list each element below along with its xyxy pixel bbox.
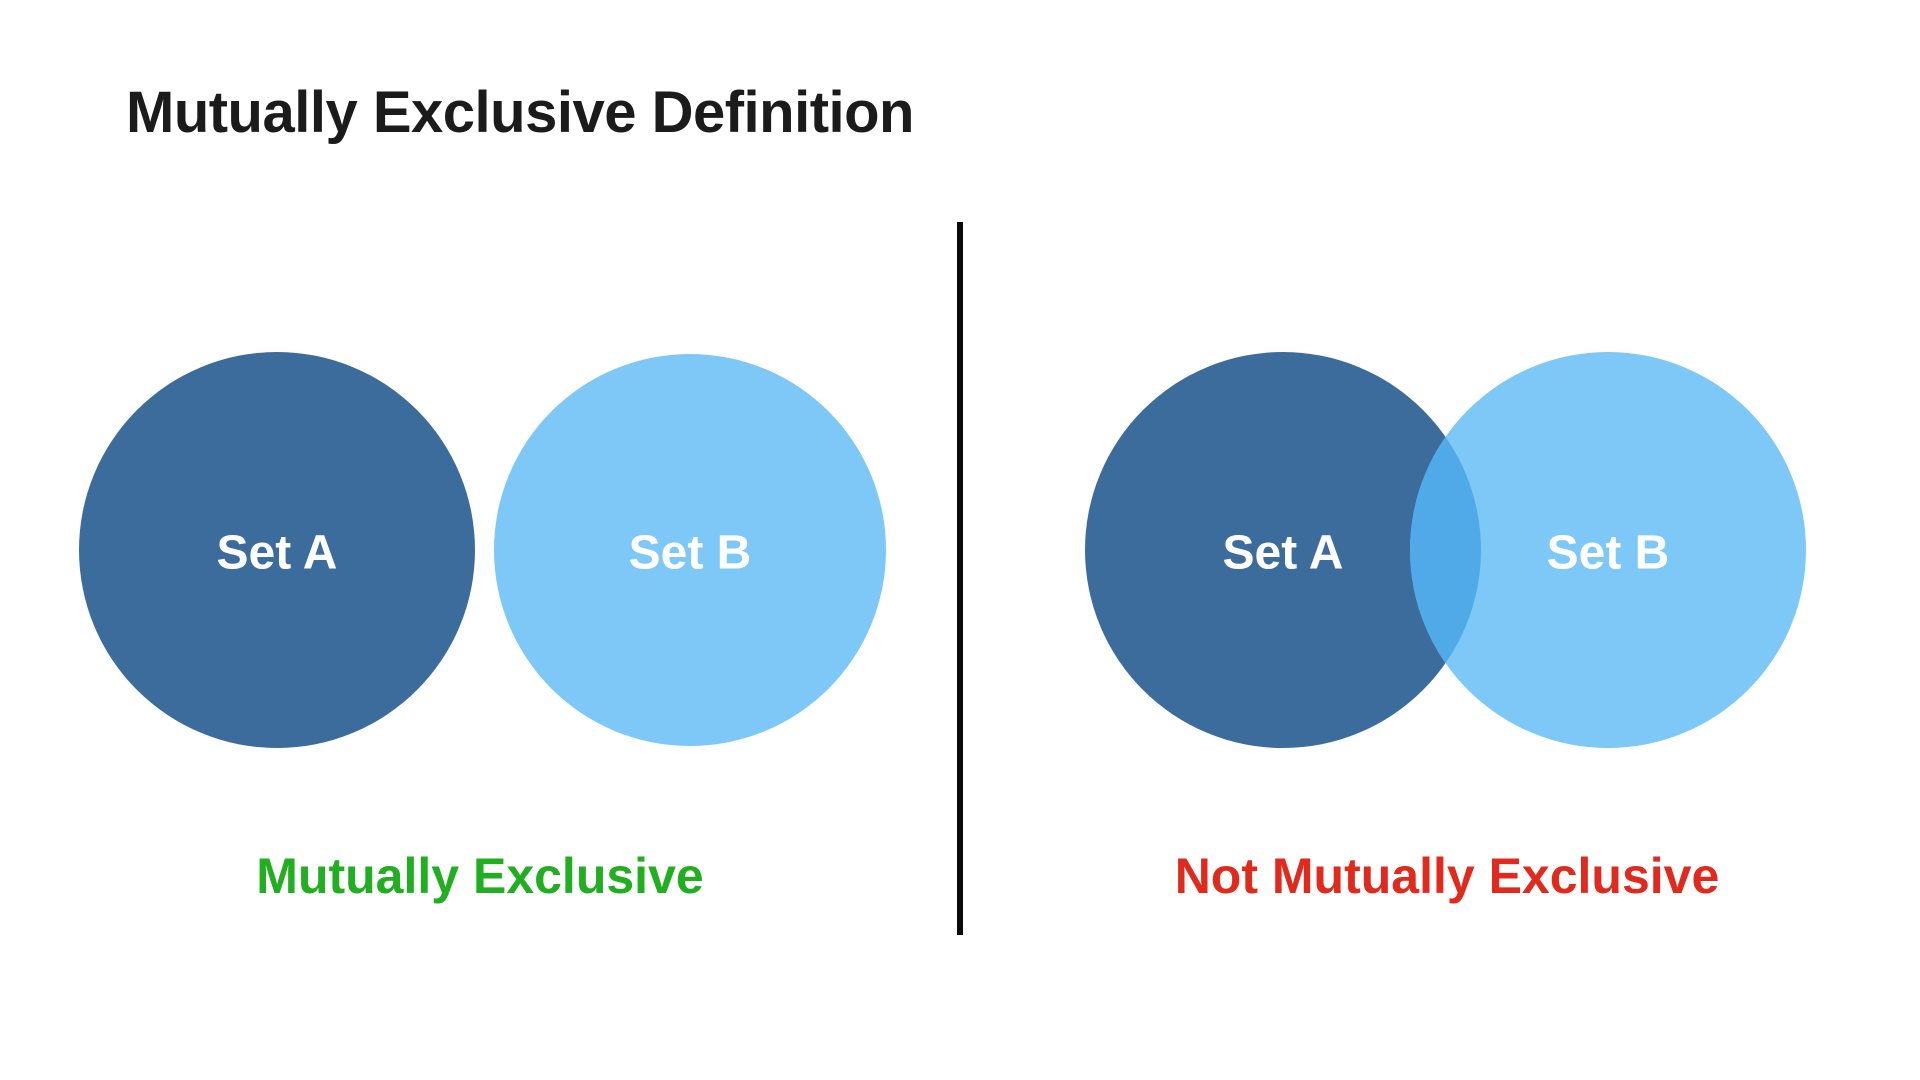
right-set-a-circle xyxy=(1085,352,1481,748)
right-set-a-label: Set A xyxy=(1222,526,1344,580)
right-set-b-circle xyxy=(1410,352,1806,748)
left-set-b-label: Set B xyxy=(628,526,752,580)
left-caption: Mutually Exclusive xyxy=(256,848,704,904)
right-caption: Not Mutually Exclusive xyxy=(1174,848,1720,904)
left-set-a-label: Set A xyxy=(216,526,338,580)
divider-line xyxy=(957,222,963,935)
left-set-b-circle xyxy=(494,354,886,746)
right-set-b-label: Set B xyxy=(1546,526,1670,580)
page-title: Mutually Exclusive Definition xyxy=(126,80,914,145)
left-set-a-circle xyxy=(79,352,475,748)
